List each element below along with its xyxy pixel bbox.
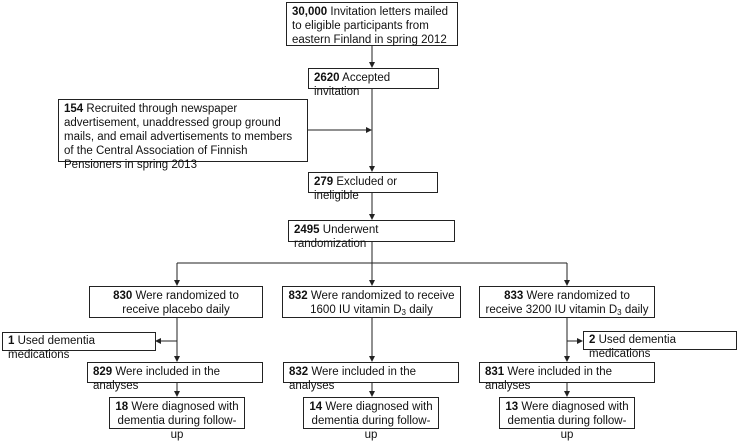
analysed-3200-box: 831 Were included in the analyses (479, 362, 655, 392)
dementia-med-right-box: 2 Used dementia medications (583, 331, 737, 360)
recruited-box: 154 Recruited through newspaper advertis… (58, 99, 308, 171)
dementia-med-left-box: 1 Used dementia medications (2, 332, 156, 361)
diagnosed-1600-box: 14 Were diagnosed with dementia during f… (303, 397, 439, 441)
analysed-1600-box: 832 Were included in the analyses (283, 362, 459, 392)
vitd-1600-arm-box: 832 Were randomized to receive 1600 IU v… (282, 286, 461, 318)
randomization-box: 2495 Underwent randomization (288, 220, 455, 250)
diagnosed-3200-box: 13 Were diagnosed with dementia during f… (499, 397, 635, 441)
excluded-box: 279 Excluded or ineligible (308, 172, 438, 202)
flow-connectors (155, 46, 583, 397)
accepted-box: 2620 Accepted invitation (308, 68, 439, 98)
invitation-box: 30,000 Invitation letters mailed to elig… (286, 2, 458, 46)
placebo-arm-box: 830 Were randomized to receive placebo d… (89, 286, 263, 318)
vitd-3200-arm-box: 833 Were randomized to receive 3200 IU v… (479, 286, 655, 318)
analysed-placebo-box: 829 Were included in the analyses (87, 362, 263, 392)
diagnosed-placebo-box: 18 Were diagnosed with dementia during f… (109, 397, 245, 441)
